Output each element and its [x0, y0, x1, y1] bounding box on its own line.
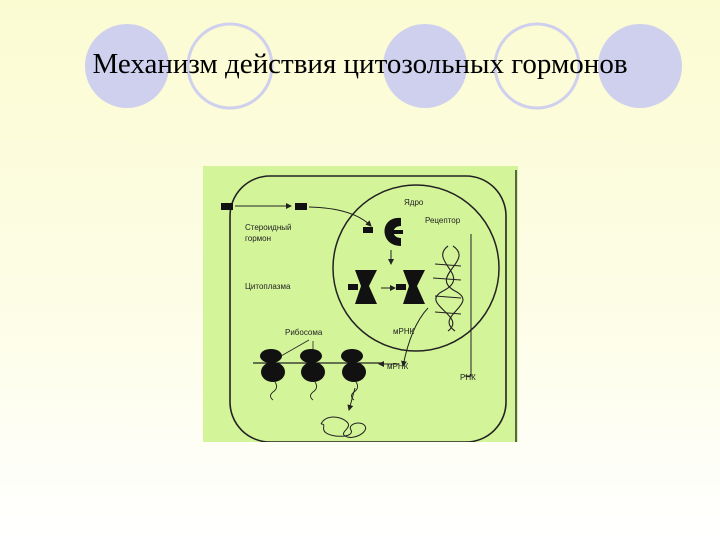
mrna-nucleus-label: мРНК — [393, 327, 415, 336]
deco-circle-3 — [383, 24, 467, 108]
rna-label: РНК — [460, 373, 476, 382]
deco-circle-5 — [598, 24, 682, 108]
decorative-circles — [85, 22, 682, 110]
steroid-hormone-cytoplasm — [295, 203, 307, 210]
cell-membrane — [229, 175, 507, 442]
mrna-nucleus-arrow — [401, 307, 429, 367]
deco-circle-2 — [186, 22, 274, 110]
slide-title: Механизм действия цитозольных гормонов — [92, 48, 628, 80]
steroid-hormone-nucleus — [363, 227, 373, 233]
hormone-to-nucleus-arrow — [308, 206, 372, 227]
steroid-hormone-label-line1: Стероидный — [245, 223, 292, 232]
hormone-mechanism-diagram: Ядро Рецептор Стероидный гормон Цитоплаз… — [203, 166, 518, 442]
ribosome-3 — [341, 349, 366, 382]
steroid-hormone-outside — [221, 203, 233, 210]
nucleus-membrane — [332, 184, 500, 352]
ribosome-2 — [300, 349, 325, 382]
mrna-cytoplasm-label: мРНК — [387, 362, 409, 371]
protein-arrow — [347, 387, 356, 411]
folded-protein — [320, 416, 367, 438]
nucleus-label: Ядро — [404, 198, 424, 207]
hormone-receptor-complex-2 — [396, 270, 425, 304]
ribosome-label: Рибосома — [285, 328, 323, 337]
deco-circle-1 — [85, 24, 169, 108]
ribosome-pointer-1 — [280, 339, 310, 357]
rna-export-line — [465, 234, 472, 377]
deco-circle-4 — [493, 22, 581, 110]
cytoplasm-label: Цитоплазма — [245, 282, 291, 291]
receptor-label: Рецептор — [425, 216, 461, 225]
ribosome-1 — [260, 349, 285, 382]
peptide-1 — [270, 381, 278, 401]
hormone-receptor-complex-1 — [348, 270, 377, 304]
steroid-hormone-label-line2: гормон — [245, 234, 272, 243]
peptide-2 — [310, 381, 318, 401]
dna-helix — [432, 245, 464, 332]
diagram-drawing — [221, 170, 517, 442]
